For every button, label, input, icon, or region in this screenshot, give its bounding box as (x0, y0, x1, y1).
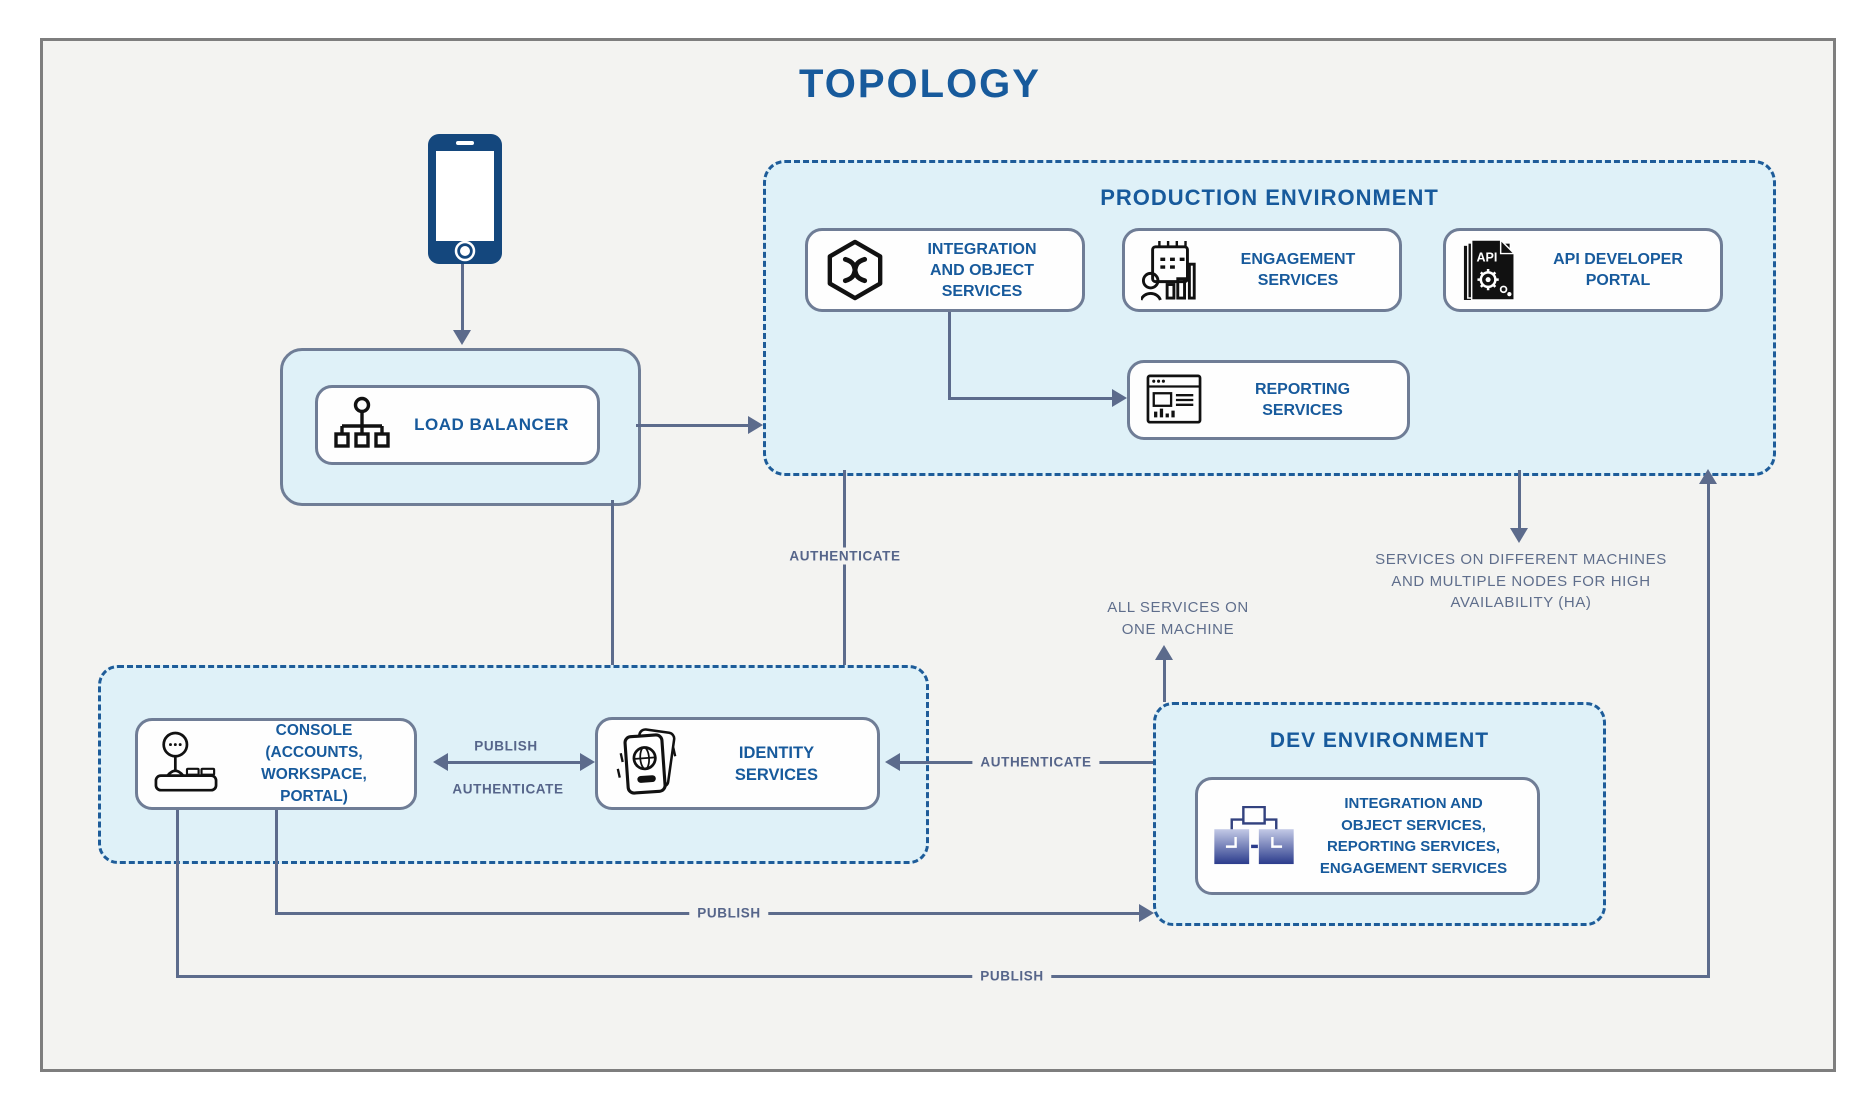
joystick-icon (154, 730, 218, 798)
connected-servers-icon (1214, 806, 1294, 866)
api-document-gear-icon: API (1462, 238, 1520, 302)
integration-object-services-box: INTEGRATION AND OBJECT SERVICES (805, 228, 1085, 312)
identity-services-box: IDENTITY SERVICES (595, 717, 880, 810)
publish-label: PUBLISH (474, 738, 538, 754)
api-developer-portal-label: API DEVELOPER PORTAL (1553, 251, 1683, 289)
publish-label: PUBLISH (689, 904, 769, 922)
dev-services-box: INTEGRATION AND OBJECT SERVICES, REPORTI… (1195, 777, 1540, 895)
hexagon-knot-icon (824, 239, 886, 301)
browser-report-icon (1146, 373, 1202, 427)
calendar-person-chart-icon (1141, 239, 1201, 301)
authenticate-label: AUTHENTICATE (781, 547, 909, 565)
load-balancer-box: LOAD BALANCER (315, 385, 600, 465)
authenticate-label: AUTHENTICATE (452, 781, 564, 797)
engagement-services-box: ENGAGEMENT SERVICES (1122, 228, 1402, 312)
identity-services-label: IDENTITY SERVICES (734, 743, 819, 784)
engagement-services-label: ENGAGEMENT SERVICES (1240, 251, 1356, 289)
authenticate-label: AUTHENTICATE (972, 753, 1100, 771)
integration-object-services-label: INTEGRATION AND OBJECT SERVICES (927, 240, 1037, 300)
page-title: TOPOLOGY (799, 62, 1041, 106)
one-machine-note: ALL SERVICES ON ONE MACHINE (1107, 599, 1249, 638)
publish-label: PUBLISH (972, 967, 1052, 985)
reporting-services-label: REPORTING SERVICES (1254, 381, 1351, 419)
reporting-services-box: REPORTING SERVICES (1127, 360, 1410, 440)
console-label: CONSOLE (ACCOUNTS, WORKSPACE, PORTAL) (261, 722, 367, 805)
console-box: CONSOLE (ACCOUNTS, WORKSPACE, PORTAL) (135, 718, 417, 810)
ha-note: SERVICES ON DIFFERENT MACHINES AND MULTI… (1375, 551, 1667, 611)
hierarchy-icon (334, 396, 390, 454)
load-balancer-label: LOAD BALANCER (414, 415, 569, 434)
api-developer-portal-box: API API DEVELOPER PORTAL (1443, 228, 1723, 312)
production-environment-title: PRODUCTION ENVIRONMENT (1100, 185, 1439, 210)
svg-text:API: API (1477, 250, 1498, 264)
dev-environment-title: DEV ENVIRONMENT (1269, 729, 1490, 752)
passport-icon (614, 727, 680, 800)
smartphone-icon (428, 134, 502, 269)
dev-services-label: INTEGRATION AND OBJECT SERVICES, REPORTI… (1319, 795, 1508, 877)
